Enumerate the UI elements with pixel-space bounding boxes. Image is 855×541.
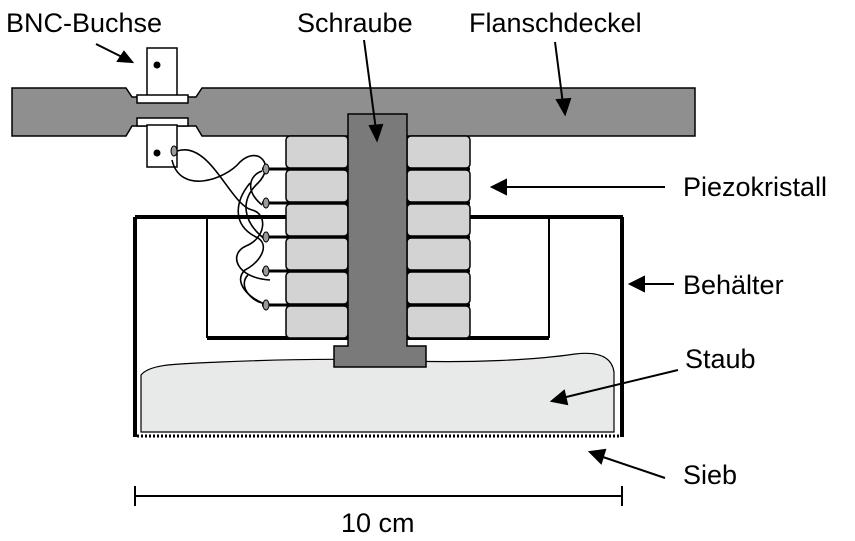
- sieve-arrow: [599, 455, 666, 479]
- label-bnc: BNC-Buchse: [6, 8, 162, 38]
- screw: [333, 113, 427, 368]
- piezo-stack: [285, 135, 471, 339]
- label-sieve: Sieb: [683, 460, 737, 490]
- label-screw: Schraube: [297, 8, 413, 38]
- label-flange: Flanschdeckel: [469, 8, 642, 38]
- arrows: [95, 39, 679, 479]
- label-container: Behälter: [683, 270, 784, 300]
- wires: [171, 148, 286, 311]
- scale-bar: [134, 486, 623, 506]
- label-scale: 10 cm: [341, 508, 415, 536]
- flange-arrow: [554, 41, 564, 105]
- bnc-connector: [136, 47, 189, 168]
- label-piezo: Piezokristall: [683, 172, 827, 202]
- screw-arrow: [363, 39, 377, 131]
- label-dust: Staub: [685, 344, 756, 374]
- dust-arrow: [561, 369, 679, 399]
